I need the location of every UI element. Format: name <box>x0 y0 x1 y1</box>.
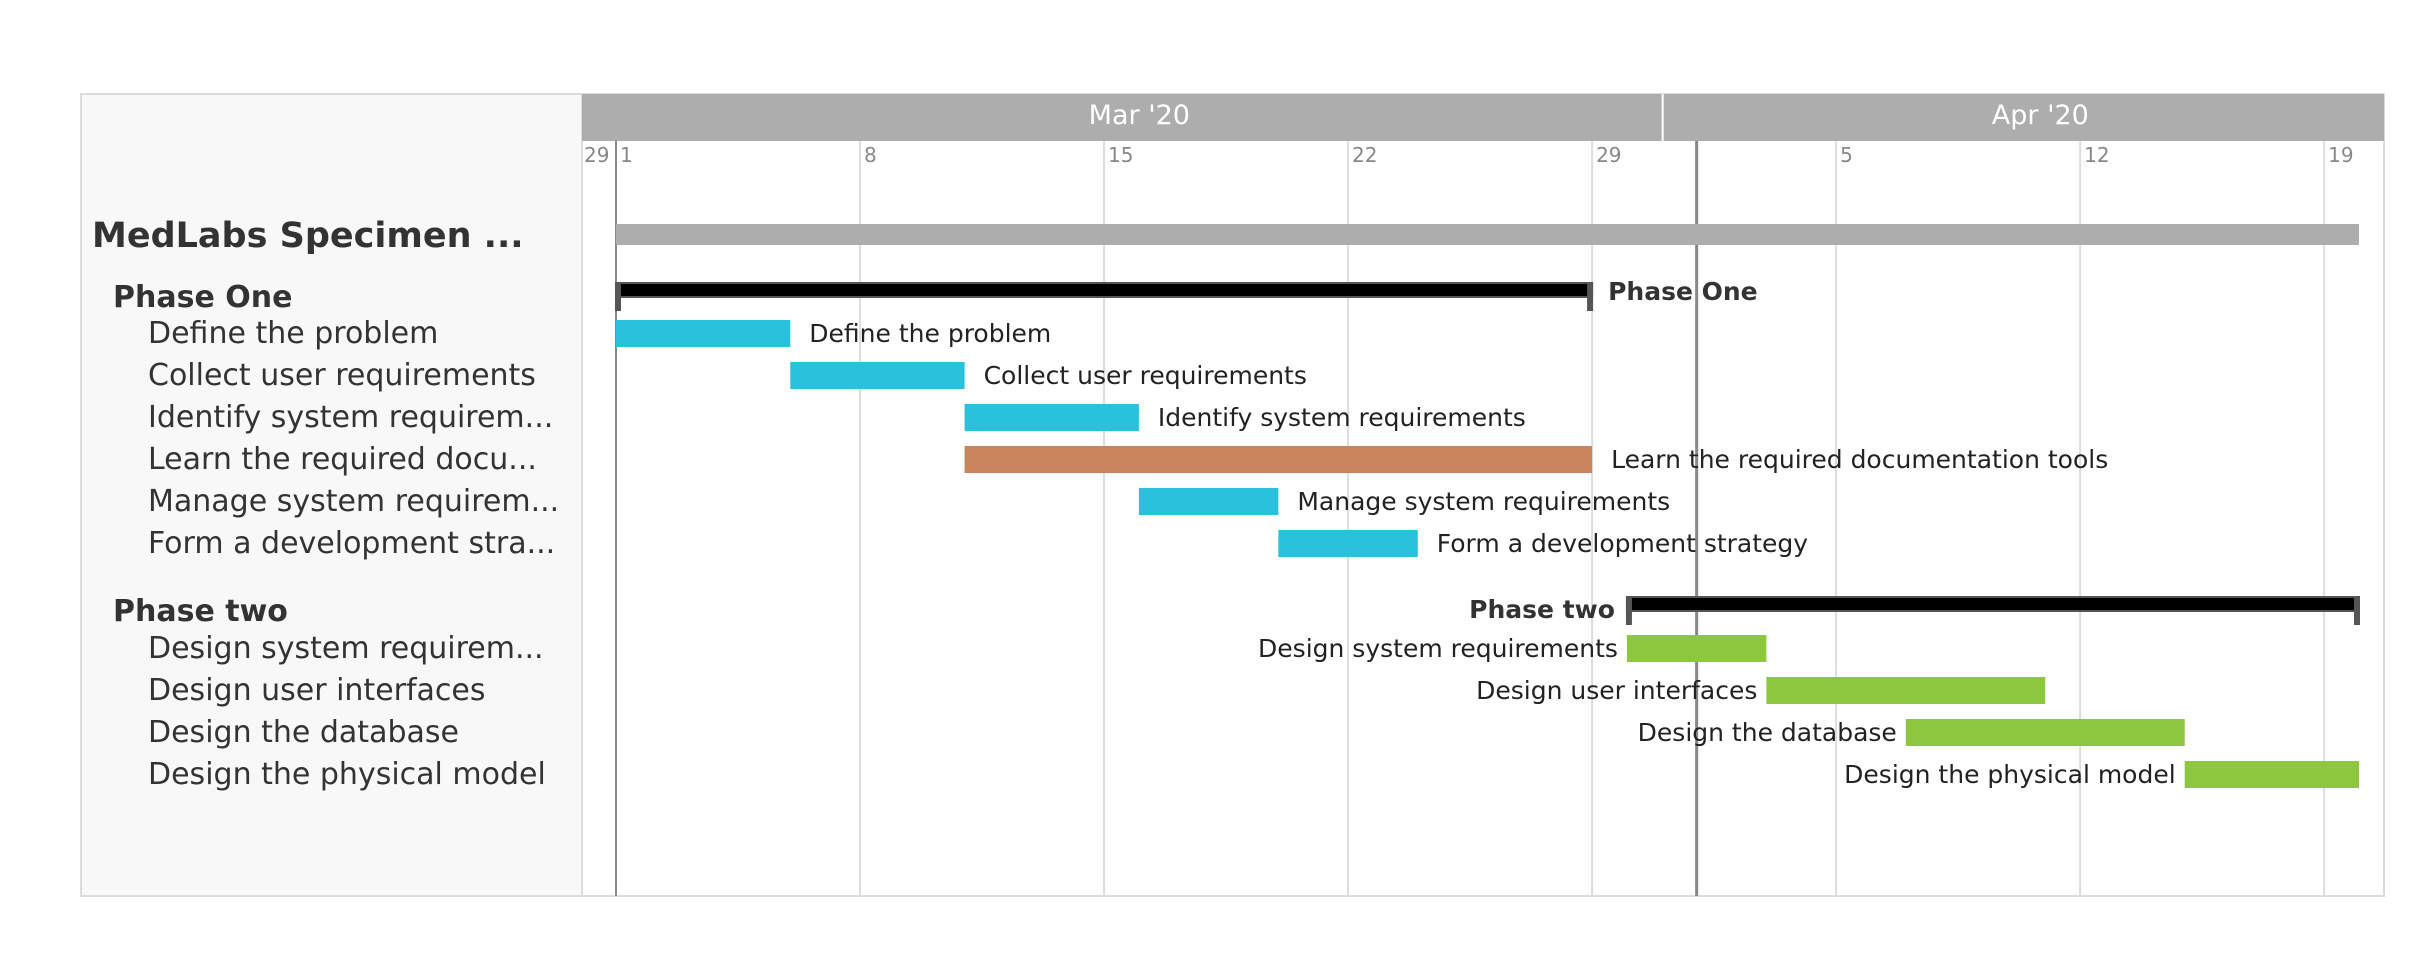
date-tick-label: 29 <box>584 143 609 167</box>
date-tick-label: 22 <box>1352 143 1377 167</box>
task-bar[interactable] <box>790 362 965 389</box>
task-list-label[interactable]: Learn the required docu... <box>148 442 537 477</box>
task-bar-label: Design system requirements <box>1258 634 1618 663</box>
month-header: Mar '20 Apr '20 <box>582 94 2384 141</box>
task-list-label[interactable]: Design system requirem... <box>148 631 544 666</box>
phase-summary-bar[interactable] <box>1625 596 2360 612</box>
phase-bracket-end <box>2354 597 2360 625</box>
month-label: Apr '20 <box>1992 100 2089 131</box>
task-bar-label: Identify system requirements <box>1158 403 1526 432</box>
date-ticks: 29 1 8 15 22 29 5 12 19 <box>584 143 2354 167</box>
task-bar[interactable] <box>616 320 791 347</box>
task-list-label[interactable]: Design the database <box>148 715 459 750</box>
task-bar-label: Manage system requirements <box>1297 487 1670 516</box>
task-list-label[interactable]: Manage system requirem... <box>148 484 559 519</box>
phase-summary-bar[interactable] <box>615 282 1594 298</box>
task-bar-label: Design the database <box>1638 718 1897 747</box>
task-bar[interactable] <box>1905 719 2185 746</box>
task-list-label[interactable]: Form a development stra... <box>148 526 555 561</box>
project-title[interactable]: MedLabs Specimen ... <box>92 216 524 256</box>
task-bar[interactable] <box>1138 488 1279 515</box>
left-panel <box>80 93 583 897</box>
task-bar-label: Form a development strategy <box>1437 529 1809 558</box>
task-list-label[interactable]: Design user interfaces <box>148 673 486 708</box>
task-bar[interactable] <box>1626 635 1767 662</box>
phase-list-label[interactable]: Phase two <box>113 594 288 629</box>
project-summary-bar[interactable] <box>616 224 2359 245</box>
month-header-bar <box>582 94 2384 141</box>
phase-bracket-start <box>1625 597 1632 625</box>
date-tick-label: 29 <box>1596 143 1621 167</box>
phase-bracket-end <box>1587 283 1594 311</box>
task-bar-label: Learn the required documentation tools <box>1611 445 2108 474</box>
month-label: Mar '20 <box>1089 100 1190 131</box>
task-bar[interactable] <box>964 404 1139 431</box>
phase-bracket-start <box>615 283 621 311</box>
task-bar[interactable] <box>964 446 1593 473</box>
date-tick-label: 1 <box>620 143 633 167</box>
task-bar[interactable] <box>2184 761 2359 788</box>
date-tick-label: 5 <box>1840 143 1853 167</box>
task-list-label[interactable]: Identify system requirem... <box>148 400 553 435</box>
task-bar-label: Design user interfaces <box>1476 676 1757 705</box>
phase-list-label[interactable]: Phase One <box>113 280 292 315</box>
date-tick-label: 15 <box>1108 143 1133 167</box>
phase-bar-label: Phase One <box>1608 277 1758 306</box>
task-bar-label: Collect user requirements <box>984 361 1307 390</box>
date-tick-label: 19 <box>2328 143 2353 167</box>
task-bar[interactable] <box>1766 677 2046 704</box>
task-bar-label: Define the problem <box>809 319 1051 348</box>
task-list-label[interactable]: Define the problem <box>148 316 438 351</box>
phase-bar-label: Phase two <box>1469 595 1615 624</box>
task-list-label[interactable]: Design the physical model <box>148 757 546 792</box>
task-bar-label: Design the physical model <box>1844 760 2176 789</box>
date-tick-label: 8 <box>864 143 877 167</box>
task-list-label[interactable]: Collect user requirements <box>148 358 536 393</box>
task-bar[interactable] <box>1278 530 1418 557</box>
date-tick-label: 12 <box>2084 143 2109 167</box>
